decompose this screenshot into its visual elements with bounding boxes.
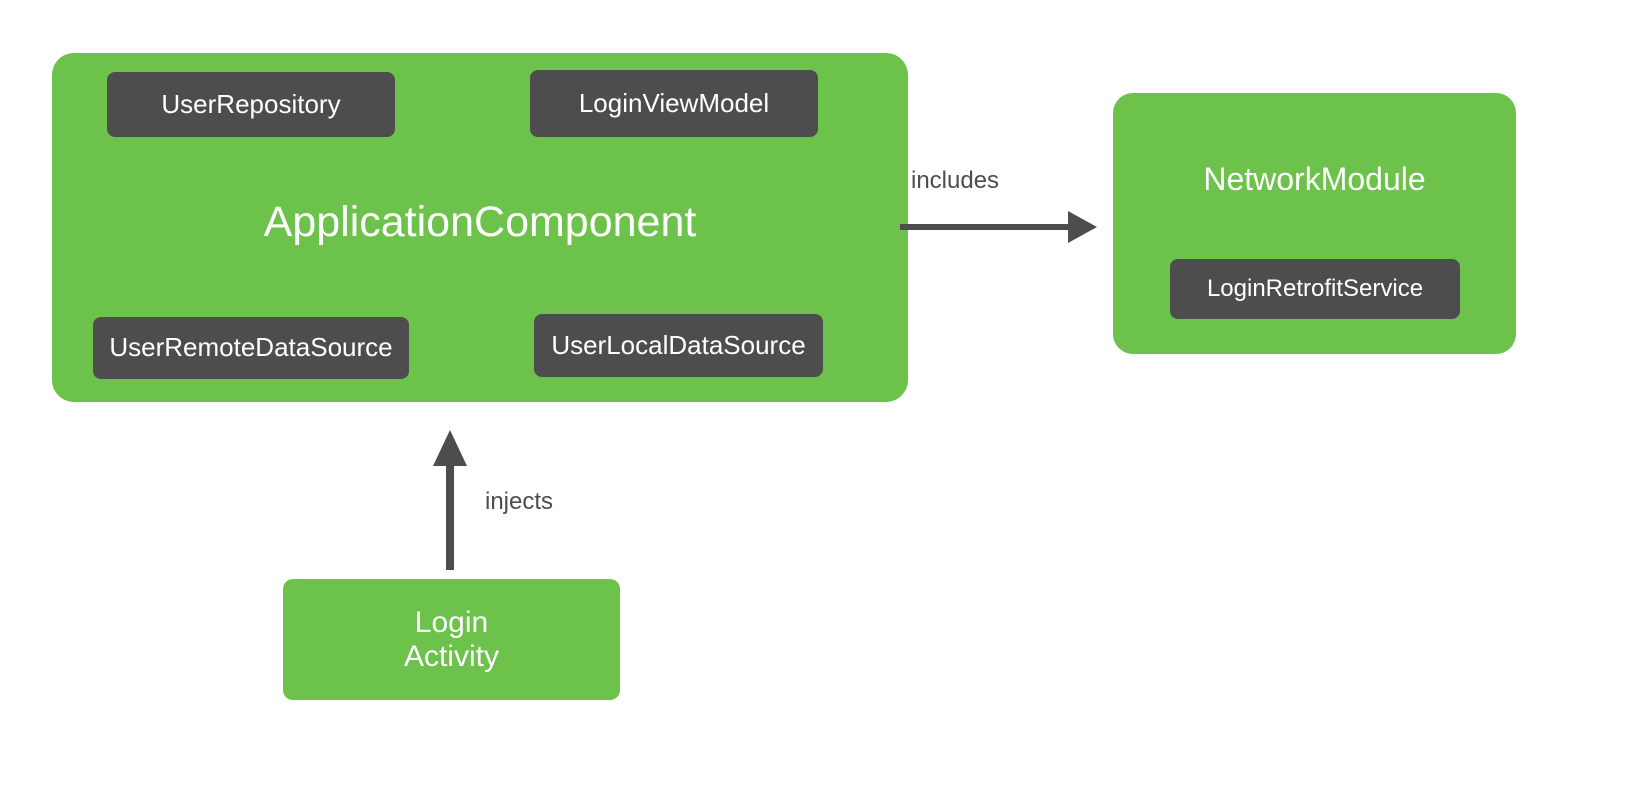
login-activity-line2: Activity	[403, 639, 499, 673]
node-user-remote-data-source[interactable]: UserRemoteDataSource	[93, 317, 409, 379]
node-user-repository[interactable]: UserRepository	[107, 72, 395, 137]
application-component-title: ApplicationComponent	[263, 198, 697, 246]
node-login-retrofit-service[interactable]: LoginRetrofitService	[1170, 259, 1460, 319]
edge-label-includes: includes	[911, 167, 1000, 194]
network-module-title: NetworkModule	[1203, 161, 1426, 197]
node-login-view-model[interactable]: LoginViewModel	[530, 70, 818, 137]
node-user-local-data-source[interactable]: UserLocalDataSource	[534, 314, 823, 377]
includes-arrow-icon	[900, 211, 1097, 243]
node-login-activity[interactable]: Login Activity	[283, 579, 620, 700]
login-activity-line1: Login	[414, 605, 489, 639]
edge-label-injects: injects	[485, 488, 554, 515]
injects-arrow-icon	[433, 430, 467, 570]
